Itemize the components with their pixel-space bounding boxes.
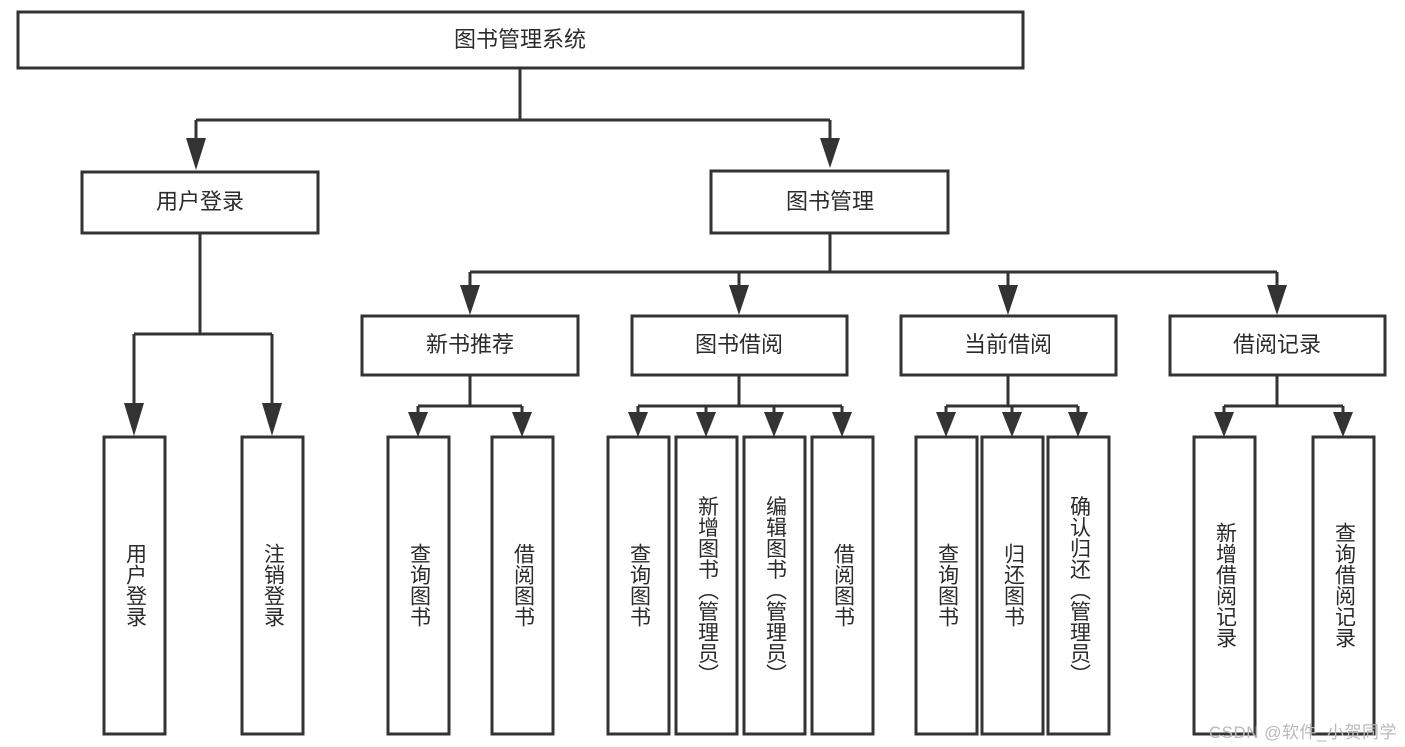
node-leaf-add-book-admin[interactable]: 新增图书（管理员）: [674, 435, 739, 736]
node-leaf-confirm-return-admin[interactable]: 确认归还（管理员）: [1046, 435, 1111, 736]
arrow-head-icon: [124, 403, 144, 436]
node-label: 查询图书: [627, 543, 651, 627]
node-box: [899, 314, 1118, 377]
node-root[interactable]: 图书管理系统: [16, 10, 1025, 70]
connector-borrowrecord-to-leaves: [1214, 375, 1353, 437]
node-box: [490, 435, 555, 736]
node-box: [240, 435, 305, 736]
node-label: 编辑图书（管理员）: [763, 496, 787, 685]
node-box: [674, 435, 739, 736]
node-label: 借阅图书: [511, 543, 535, 627]
node-leaf-edit-book-admin[interactable]: 编辑图书（管理员）: [742, 435, 807, 736]
node-label: 图书借阅: [695, 332, 783, 357]
arrow-head-icon: [696, 412, 716, 437]
arrow-head-icon: [998, 285, 1018, 315]
arrow-head-icon: [512, 412, 532, 437]
arrow-head-icon: [262, 403, 282, 436]
node-label: 用户登录: [156, 189, 244, 214]
node-leaf-query-book-borrow[interactable]: 查询图书: [606, 435, 671, 736]
node-box: [1311, 435, 1376, 736]
node-label: 新增借阅记录: [1213, 522, 1237, 648]
arrow-head-icon: [1333, 412, 1353, 437]
connector-root-to-level1: [186, 68, 840, 170]
arrow-head-icon: [186, 138, 206, 170]
node-box: [1192, 435, 1257, 736]
node-user-login[interactable]: 用户登录: [80, 170, 320, 235]
arrow-head-icon: [1068, 412, 1088, 437]
node-borrow-record[interactable]: 借阅记录: [1168, 314, 1387, 377]
arrow-head-icon: [764, 412, 784, 437]
node-label: 借阅图书: [831, 543, 855, 627]
node-box: [80, 170, 320, 235]
node-box: [709, 169, 950, 235]
connector-currentborrow-to-leaves: [936, 375, 1088, 437]
arrow-head-icon: [628, 412, 648, 437]
node-box: [742, 435, 807, 736]
node-box: [810, 435, 875, 736]
node-box: [606, 435, 671, 736]
node-label: 图书管理系统: [454, 27, 586, 52]
node-box: [360, 314, 580, 377]
arrow-head-icon: [460, 285, 480, 315]
node-label: 新书推荐: [426, 332, 514, 357]
node-book-borrow[interactable]: 图书借阅: [630, 314, 849, 377]
node-label: 查询借阅记录: [1332, 522, 1356, 648]
node-leaf-logout[interactable]: 注销登录: [240, 435, 305, 736]
node-label: 新增图书（管理员）: [695, 496, 719, 685]
connector-bookmgmt-to-level2: [460, 233, 1287, 315]
connector-newbook-to-leaves: [408, 375, 532, 437]
node-label: 查询图书: [407, 543, 431, 627]
node-book-management[interactable]: 图书管理: [709, 169, 950, 235]
node-box: [16, 10, 1025, 70]
node-leaf-user-login[interactable]: 用户登录: [102, 435, 167, 736]
arrow-head-icon: [1002, 412, 1022, 437]
node-box: [1168, 314, 1387, 377]
node-label: 确认归还（管理员）: [1067, 496, 1091, 685]
node-leaf-query-borrow-record[interactable]: 查询借阅记录: [1311, 435, 1376, 736]
node-label: 借阅记录: [1233, 332, 1321, 357]
connector-userlogin-to-leaves: [124, 233, 282, 436]
node-label: 用户登录: [123, 543, 147, 627]
node-leaf-return-book[interactable]: 归还图书: [980, 435, 1045, 736]
node-leaf-borrow-book-recommend[interactable]: 借阅图书: [490, 435, 555, 736]
node-label: 查询图书: [935, 543, 959, 627]
node-box: [102, 435, 167, 736]
arrow-head-icon: [408, 412, 428, 437]
node-label: 图书管理: [786, 189, 874, 214]
node-box: [630, 314, 849, 377]
node-current-borrow[interactable]: 当前借阅: [899, 314, 1118, 377]
node-leaf-borrow-book[interactable]: 借阅图书: [810, 435, 875, 736]
arrow-head-icon: [820, 138, 840, 168]
node-leaf-query-book-current[interactable]: 查询图书: [914, 435, 979, 736]
arrow-head-icon: [1267, 285, 1287, 315]
node-label: 注销登录: [261, 543, 285, 627]
node-leaf-add-borrow-record[interactable]: 新增借阅记录: [1192, 435, 1257, 736]
arrow-head-icon: [936, 412, 956, 437]
node-box: [1046, 435, 1111, 736]
node-box: [386, 435, 451, 736]
node-label: 当前借阅: [964, 332, 1052, 357]
arrow-head-icon: [832, 412, 852, 437]
node-label: 归还图书: [1001, 543, 1025, 627]
arrow-head-icon: [1214, 412, 1234, 437]
node-new-book-recommend[interactable]: 新书推荐: [360, 314, 580, 377]
node-box: [980, 435, 1045, 736]
connector-bookborrow-to-leaves: [628, 375, 852, 437]
node-leaf-query-book-recommend[interactable]: 查询图书: [386, 435, 451, 736]
arrow-head-icon: [729, 285, 749, 315]
node-box: [914, 435, 979, 736]
